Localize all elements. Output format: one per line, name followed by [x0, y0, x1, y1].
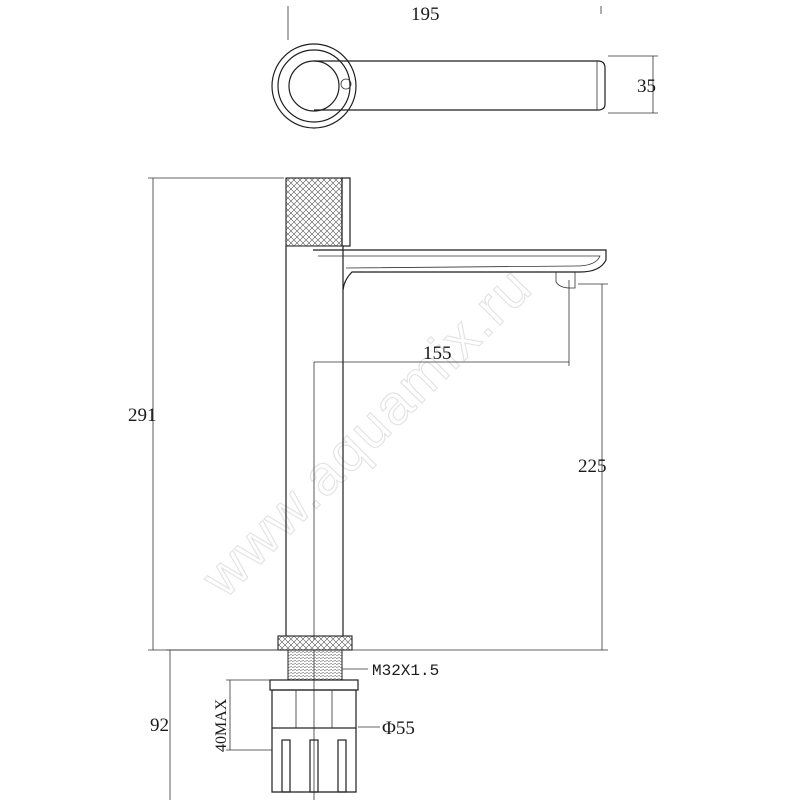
thread-size-label: M32X1.5	[372, 662, 439, 680]
dimension-155-label: 155	[423, 343, 452, 364]
dimension-195-label: 195	[411, 4, 440, 25]
dimension-225-label: 225	[578, 456, 607, 477]
deck-thickness-label: 40MAX	[213, 698, 230, 752]
watermark-text: www.aquamix.ru	[188, 254, 544, 610]
dimension-35-label: 35	[637, 76, 656, 97]
dimension-92-label: 92	[150, 715, 169, 736]
side-view: 291 155 225 M32X1.5	[128, 177, 608, 800]
nut-diameter-label: Φ55	[382, 718, 415, 739]
top-view: 195 35	[271, 4, 658, 129]
dimension-291-label: 291	[128, 405, 157, 426]
